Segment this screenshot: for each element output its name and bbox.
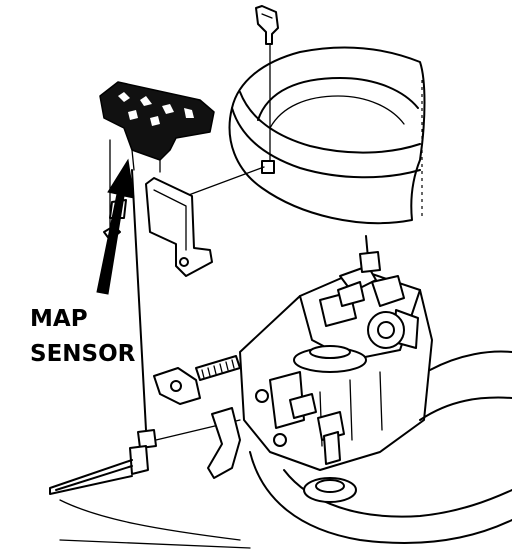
leader-line: [185, 166, 265, 197]
throttle-linkage: [153, 355, 241, 479]
callout-label-line-1: MAP: [30, 306, 88, 332]
hold-down-clip: [255, 5, 279, 161]
carburetor-assembly: [239, 265, 433, 471]
air-cleaner-housing: [228, 46, 426, 225]
housing-slot: [261, 160, 275, 174]
map-sensor: [99, 81, 215, 173]
fuel-inlet: [337, 235, 381, 307]
vacuum-hose: [49, 169, 241, 495]
callout-arrow: [96, 158, 135, 295]
sensor-bracket: [103, 139, 213, 277]
callout-label-line-2: SENSOR: [30, 341, 136, 367]
intake-manifold: [59, 350, 512, 549]
